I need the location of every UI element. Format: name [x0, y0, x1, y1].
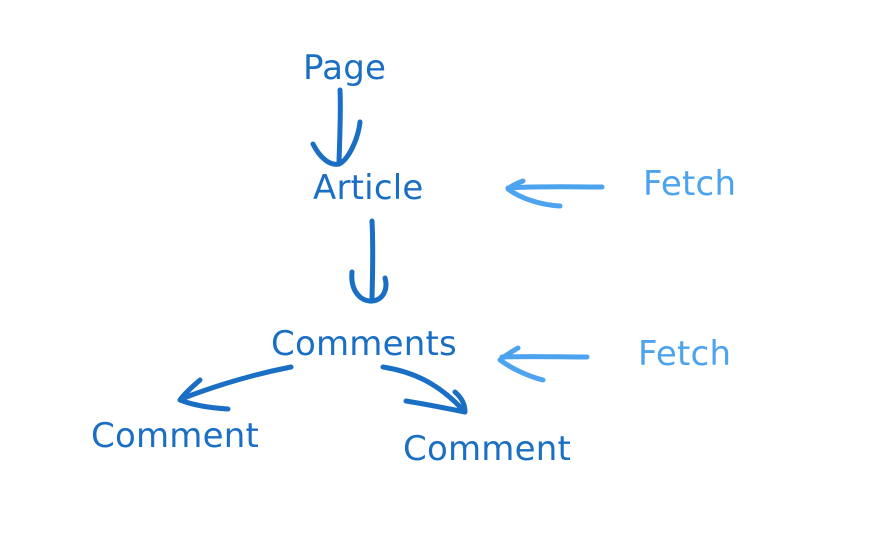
- arrow-fetch-to-comments: [497, 345, 590, 383]
- node-comment-right: Comment: [403, 429, 571, 469]
- arrow-comments-to-comment-right: [380, 364, 468, 415]
- node-article: Article: [313, 168, 423, 208]
- node-comment-left: Comment: [91, 416, 259, 456]
- arrow-article-to-comments: [349, 218, 389, 304]
- fetch-label-comments: Fetch: [638, 334, 731, 374]
- arrow-fetch-to-article: [505, 178, 605, 209]
- arrow-comments-to-comment-left: [177, 364, 294, 412]
- fetch-label-article: Fetch: [643, 164, 736, 204]
- arrow-page-to-article: [310, 87, 363, 167]
- node-page: Page: [303, 48, 386, 88]
- node-comments: Comments: [271, 324, 457, 364]
